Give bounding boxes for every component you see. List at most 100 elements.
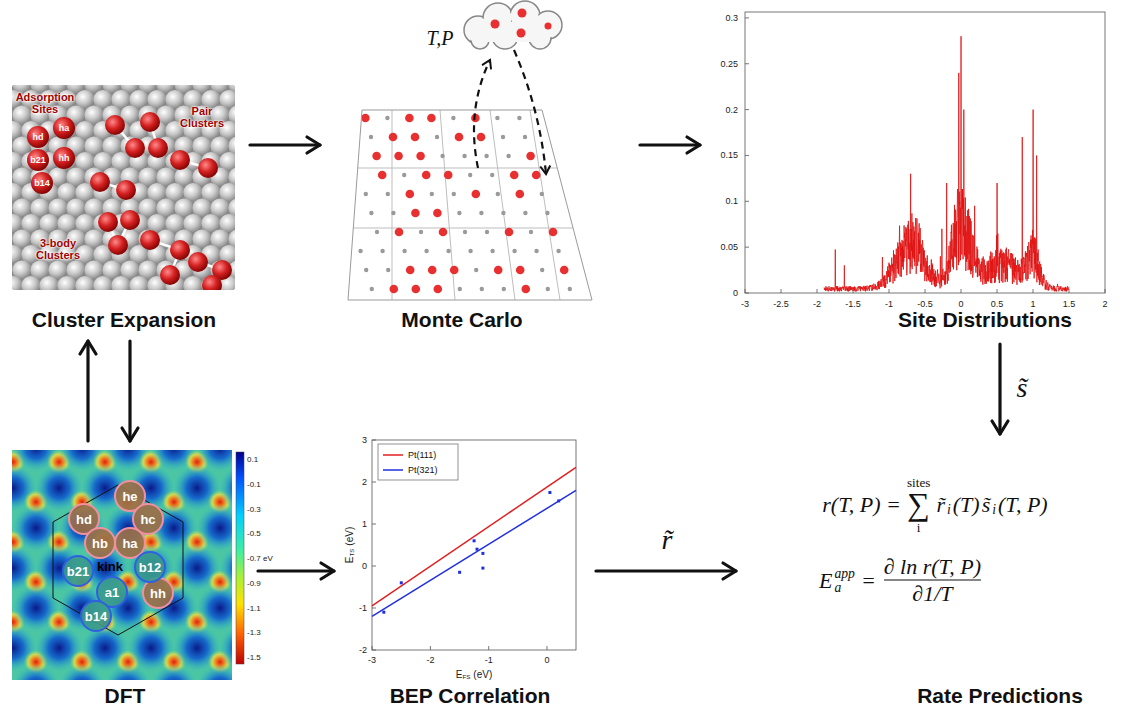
text-group: he: [122, 489, 137, 504]
text-group: 0.1: [725, 196, 738, 206]
text-group: T,P: [427, 27, 454, 50]
flow-arrow: [640, 137, 700, 153]
label-text: a1: [105, 585, 119, 600]
label-text: -2: [359, 645, 367, 655]
label-text: 0.15: [720, 150, 738, 160]
text-group: b21: [30, 155, 46, 165]
sum-symbol: sites∑i: [907, 476, 930, 534]
text-group: 0.5: [991, 299, 1004, 309]
text-group: -0.1: [247, 479, 261, 488]
text-group: EFS(eV): [456, 669, 493, 680]
denominator: ∂1/T: [912, 583, 952, 605]
text-group: -0.9: [247, 578, 261, 587]
subscript: TS: [348, 549, 355, 557]
label-text: b21: [30, 155, 46, 165]
label-text: (T, P): [998, 492, 1048, 518]
label-text: 0.05: [720, 242, 738, 252]
label-text: -1.5: [845, 299, 861, 309]
text-group: ha: [122, 536, 137, 551]
superscript: app: [834, 566, 854, 580]
panel-caption: Rate Predictions: [917, 684, 1083, 708]
label-text: b14: [85, 609, 107, 624]
text-group: -3: [368, 655, 376, 665]
text-group: Adsorption Sites: [10, 92, 80, 115]
text-group: kink: [97, 559, 123, 574]
label-text: 0.25: [720, 59, 738, 69]
sum-limit: i: [917, 521, 921, 534]
label-text: 0: [733, 288, 738, 298]
fraction-bar: [884, 580, 981, 581]
numerator: ∂ ln r(T, P): [884, 556, 981, 578]
label-text: -2: [426, 655, 434, 665]
panel-caption: Monte Carlo: [401, 308, 522, 332]
text-group: -2.5: [773, 299, 789, 309]
panel-caption: BEP Correlation: [390, 684, 551, 708]
label-text: b21: [67, 564, 89, 579]
text-group: hd: [33, 132, 44, 142]
legend-text: Pt(111): [408, 450, 436, 460]
panel-node: Monte Carlo: [340, 100, 598, 336]
text-group: -0.7 eV: [247, 554, 273, 563]
label-text: r̃: [936, 492, 945, 518]
label-text: (eV): [473, 669, 492, 680]
edge-label: r̃: [660, 525, 675, 556]
text-group: hb: [92, 536, 108, 551]
panel-node: DFT: [10, 446, 242, 708]
text-group: b12: [139, 560, 161, 575]
text-group: 0.05: [720, 242, 738, 252]
label-text: 0.2: [725, 105, 738, 115]
label-text: -1.1: [247, 603, 261, 612]
label-text: hh: [59, 153, 70, 163]
subscript: a: [834, 580, 841, 594]
text-group: a1: [105, 585, 119, 600]
label-text: E: [456, 669, 463, 680]
label-text: 0.1: [247, 455, 258, 464]
text-group: hd: [76, 512, 92, 527]
text-group: b21: [67, 564, 89, 579]
label-text: hc: [140, 512, 155, 527]
text-group: -0.5: [917, 299, 933, 309]
text-group: -1: [885, 299, 893, 309]
label-text: 1: [362, 519, 367, 529]
text-group: 0.15: [720, 150, 738, 160]
flow-arrow: [122, 341, 138, 441]
text-group: b14: [85, 609, 107, 624]
sum-limit: sites: [907, 476, 930, 489]
text-group: ETS(eV): [344, 527, 355, 564]
text-group: -3: [741, 299, 749, 309]
label-text: -0.3: [247, 504, 261, 513]
text-group: Eappa=∂ ln r(T, P)∂1/T: [819, 556, 981, 605]
label-text: E: [344, 557, 355, 564]
label-text: -0.9: [247, 578, 261, 587]
label-text: (T): [953, 492, 980, 518]
text-group: 1.5: [1063, 299, 1076, 309]
label-text: -0.5: [247, 529, 261, 538]
label-text: 0.3: [725, 13, 738, 23]
panel-caption: Cluster Expansion: [32, 308, 216, 332]
text-group: -0.3: [247, 504, 261, 513]
text-group: ha: [59, 123, 70, 133]
legend-text: Pt(321): [408, 465, 438, 475]
label-text: -3: [368, 655, 376, 665]
text-group: -1: [359, 603, 367, 613]
label-text: hh: [150, 586, 166, 601]
label-text: -2.5: [773, 299, 789, 309]
label-text: 1.5: [1063, 299, 1076, 309]
text-group: 0.2: [725, 105, 738, 115]
label-text: -1: [359, 603, 367, 613]
panel-caption: Site Distributions: [898, 308, 1072, 332]
label-text: b14: [34, 178, 50, 188]
label-text: 0: [958, 299, 963, 309]
text-group: 1: [362, 519, 367, 529]
label-text: -1: [485, 655, 493, 665]
text-group: -1.5: [845, 299, 861, 309]
label-text: 1: [1030, 299, 1035, 309]
text-group: 0.1: [247, 455, 258, 464]
text-group: -2: [359, 645, 367, 655]
label-text: hd: [33, 132, 44, 142]
label-text: 2: [1102, 299, 1107, 309]
flow-arrow: [596, 563, 736, 579]
label-text: -0.1: [247, 479, 261, 488]
subscript: i: [992, 502, 996, 518]
